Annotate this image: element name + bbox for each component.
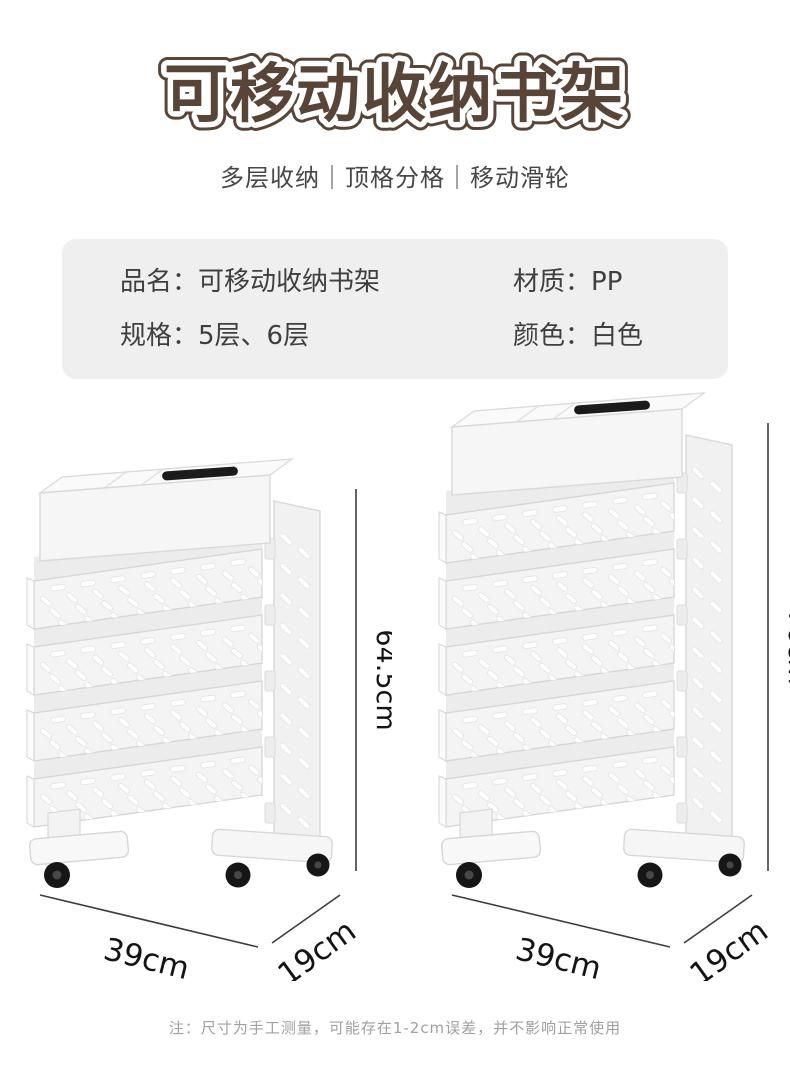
front-foot <box>28 830 130 866</box>
front-foot <box>440 830 542 866</box>
depth-dimension-label: 19cm <box>271 913 362 981</box>
handle-slot <box>162 466 238 481</box>
spec-product-name: 品名：可移动收纳书架 <box>120 263 513 301</box>
width-dimension-label: 39cm <box>512 931 605 981</box>
spec-value: 白色 <box>591 321 644 351</box>
cart-5-tier-illustration: 64.5cm 39cm 19cm <box>26 458 401 993</box>
subtitle: 多层收纳｜顶格分格｜移动滑轮 <box>220 164 570 192</box>
width-dimension-label: 39cm <box>100 931 193 981</box>
spec-box: 品名：可移动收纳书架 材质：PP 规格：5层、6层 颜色：白色 <box>62 239 728 379</box>
spec-label: 材质： <box>513 267 592 297</box>
footnote: 注：尺寸为手工测量，可能存在1-2cm误差，并不影响正常使用 <box>168 1019 622 1037</box>
page-title-text: 可移动收纳书架 <box>164 58 626 132</box>
spec-value: 可移动收纳书架 <box>198 267 381 297</box>
spec-color: 颜色：白色 <box>513 317 728 355</box>
depth-dimension-line <box>683 894 753 944</box>
spine-column <box>273 500 321 852</box>
page-title-white-stroke: 可移动收纳书架 <box>164 58 626 132</box>
product-figure-6-tier: 76cm 39cm 19cm <box>436 381 790 993</box>
handle-slot <box>574 400 650 415</box>
top-box-front <box>451 408 683 496</box>
spec-material: 材质：PP <box>513 263 728 301</box>
width-dimension-line <box>39 894 259 948</box>
width-dimension-line <box>451 894 671 948</box>
page-title: 可移动收纳书架 可移动收纳书架 可移动收纳书架 <box>156 50 633 141</box>
page-title-outline: 可移动收纳书架 <box>164 58 626 132</box>
spec-value: PP <box>591 267 623 297</box>
height-dimension-label: 64.5cm <box>370 629 392 730</box>
depth-dimension-label: 19cm <box>683 913 774 981</box>
rear-foot <box>211 828 333 864</box>
spec-value: 5层、6层 <box>198 321 310 351</box>
product-figure-5-tier: 64.5cm 39cm 19cm <box>24 447 401 993</box>
spec-label: 颜色： <box>513 321 592 351</box>
spec-label: 规格： <box>120 321 199 351</box>
top-box-front <box>39 474 271 562</box>
depth-dimension-line <box>271 894 341 944</box>
rear-foot <box>623 828 745 864</box>
spec-label: 品名： <box>120 267 199 297</box>
height-dimension-label: 76cm <box>782 609 790 685</box>
spec-size: 规格：5层、6层 <box>120 317 513 355</box>
cart-6-tier-illustration: 76cm 39cm 19cm <box>438 392 790 993</box>
products-row: 64.5cm 39cm 19cm 76cm 39cm 19cm <box>0 381 790 993</box>
